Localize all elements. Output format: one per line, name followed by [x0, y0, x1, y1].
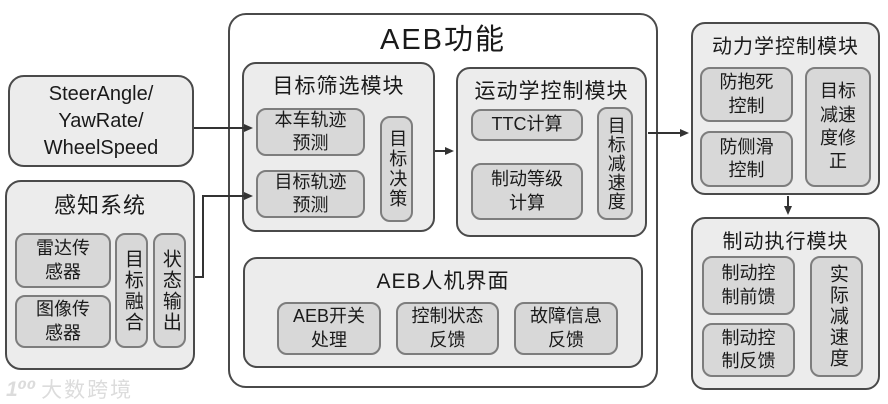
control-status-feedback-box: 控制状态 反馈 — [396, 302, 499, 355]
ttc-calculation-box: TTC计算 — [471, 109, 583, 141]
brake-control-feedback-box: 制动控 制反馈 — [702, 323, 795, 377]
target-deceleration-box: 目标减速度 — [597, 107, 633, 220]
brake-execution-module-title: 制动执行模块 — [722, 231, 849, 253]
target-decision-box: 目标决策 — [380, 116, 413, 222]
radar-sensor-box: 雷达传 感器 — [15, 233, 111, 288]
brake-level-calculation-box: 制动等级 计算 — [471, 163, 583, 220]
target-decel-correction-box: 目标减速度修正 — [805, 67, 871, 187]
dynamics-control-module-title: 动力学控制模块 — [712, 36, 859, 58]
brake-control-feedforward-box: 制动控 制前馈 — [702, 256, 795, 315]
perception-system-title: 感知系统 — [53, 193, 146, 218]
vehicle-signals-box: SteerAngle/ YawRate/ WheelSpeed — [8, 75, 194, 167]
fault-info-feedback-box: 故障信息 反馈 — [514, 302, 618, 355]
target-screening-module-title: 目标筛选模块 — [272, 75, 405, 98]
actual-deceleration-box: 实际减速度 — [810, 256, 863, 377]
target-decel-correction-label: 目标减速度修正 — [820, 81, 856, 172]
anti-lock-control-box: 防抱死 控制 — [700, 67, 793, 122]
vehicle-signals-label: SteerAngle/ YawRate/ WheelSpeed — [43, 82, 159, 159]
ego-trajectory-prediction-box: 本车轨迹 预测 — [256, 108, 365, 156]
aeb-hmi-title: AEB人机界面 — [376, 270, 510, 293]
kinematic-control-module-title: 运动学控制模块 — [474, 80, 629, 103]
watermark-text: 大数跨境 — [41, 379, 134, 402]
watermark: 1⁰⁰ 大数跨境 — [6, 374, 133, 404]
aeb-switch-processing-box: AEB开关 处理 — [277, 302, 381, 355]
anti-skid-control-box: 防侧滑 控制 — [700, 131, 793, 187]
aeb-function-title: AEB功能 — [379, 24, 507, 56]
target-fusion-box: 目标融合 — [115, 233, 148, 348]
camera-sensor-box: 图像传 感器 — [15, 295, 111, 348]
status-output-box: 状态输出 — [153, 233, 186, 348]
watermark-logo-icon: 1⁰⁰ — [6, 377, 37, 401]
target-trajectory-prediction-box: 目标轨迹 预测 — [256, 170, 365, 218]
